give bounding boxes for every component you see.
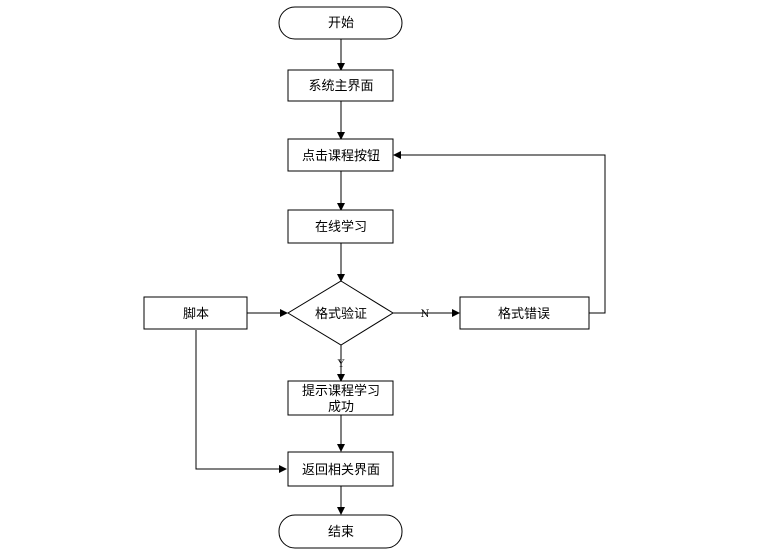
script-node: 脚本 xyxy=(143,296,248,330)
format-error-node: 格式错误 xyxy=(459,296,590,330)
online-study-label: 在线学习 xyxy=(315,219,367,235)
end-node: 结束 xyxy=(278,514,403,549)
click-course-label: 点击课程按钮 xyxy=(302,149,380,164)
no-edge-label: N xyxy=(421,309,430,320)
edge-script-to-return xyxy=(195,330,287,473)
edge-error-loop-to-click xyxy=(393,151,606,314)
main-ui-label: 系统主界面 xyxy=(308,79,373,94)
format-error-label: 格式错误 xyxy=(498,306,550,322)
return-ui-label: 返回相关界面 xyxy=(302,463,380,478)
format-check-label: 格式验证 xyxy=(315,306,367,322)
start-node: 开始 xyxy=(278,6,403,40)
click-course-node: 点击课程按钮 xyxy=(287,138,394,172)
script-label: 脚本 xyxy=(183,306,209,322)
return-ui-node: 返回相关界面 xyxy=(287,451,394,487)
success-label-line1: 提示课程学习 xyxy=(302,383,380,399)
success-label-line2: 成功 xyxy=(328,400,354,415)
end-label: 结束 xyxy=(328,525,354,540)
start-label: 开始 xyxy=(328,16,354,31)
success-node: 提示课程学习 成功 xyxy=(287,380,394,416)
online-study-node: 在线学习 xyxy=(287,209,394,244)
main-ui-node: 系统主界面 xyxy=(287,69,394,102)
format-check-decision: 格式验证 xyxy=(287,280,394,346)
yes-edge-label: Y xyxy=(337,359,345,370)
